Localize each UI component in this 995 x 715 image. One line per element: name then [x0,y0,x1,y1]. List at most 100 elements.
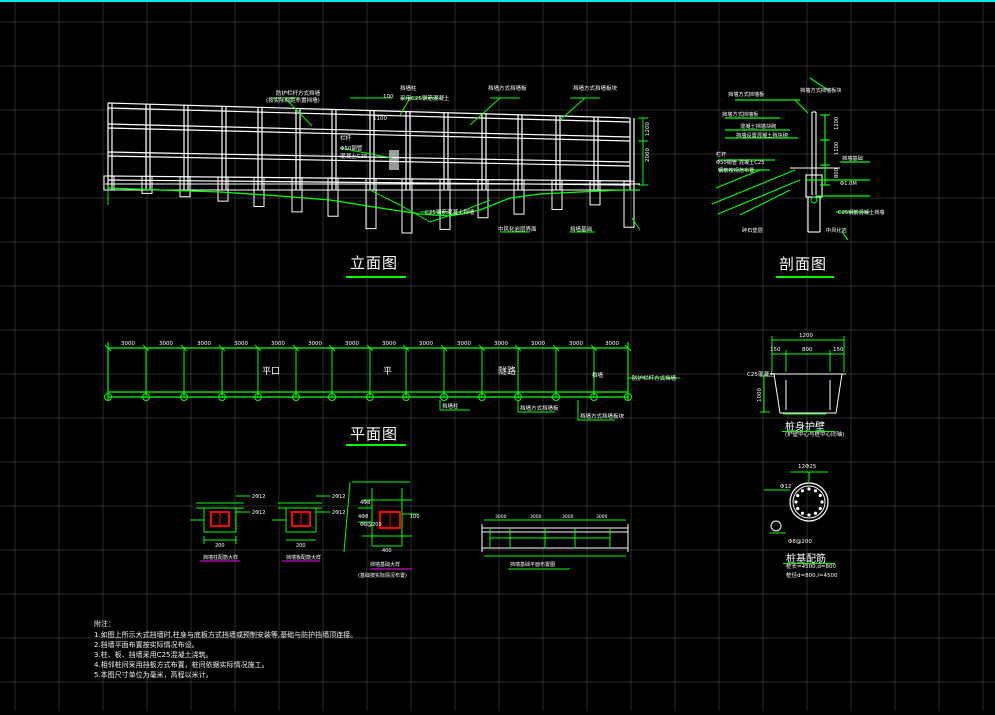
svg-text:1200: 1200 [834,117,840,130]
pile-wall-side-right: 150 [833,347,844,353]
title-pile-rebar: 桩基配筋 [786,554,826,565]
svg-text:混凝土挡墙块砌: 混凝土挡墙块砌 [740,122,776,130]
pile-wall-side-left: 150 [770,347,781,353]
detail-1: 2Φ12 2Φ12 200 挡墙柱配筋大样 [190,494,265,562]
svg-text:200: 200 [296,543,306,549]
svg-text:挡墙方式挡墙板块: 挡墙方式挡墙板块 [573,84,618,92]
rebar-dot [813,511,818,515]
section-view: 挡墙方式挡墙板 挡墙方式挡墙板块 挡墙方式挡墙板 混凝土挡墙块砌 挡墙设置混凝土… [711,77,885,241]
title-elevation: 立面图 [350,254,399,272]
plan-word-3: 隧路 [498,365,516,377]
rebar-dot [807,487,811,491]
plan-word-2: 平 [383,366,392,377]
plan-dim-label: 3000 [308,341,322,347]
svg-text:挡墙方式挡墙板: 挡墙方式挡墙板 [722,110,759,118]
svg-text:挡墙基础: 挡墙基础 [842,154,863,162]
svg-text:防护栏杆方式挡墙: 防护栏杆方式挡墙 [276,89,321,97]
svg-text:挡墙方式挡墙板: 挡墙方式挡墙板 [488,84,527,92]
elevation-view: 防护栏杆方式挡墙 (按实际间距布置挡墙) 挡墙柱 采用C25钢筋混凝土 挡墙方式… [103,84,651,234]
plan-dim-label: 3000 [419,341,433,347]
svg-text:1100: 1100 [373,116,387,122]
plan-dim-label: 3000 [345,341,359,347]
svg-text:4Φ8: 4Φ8 [360,500,370,506]
note-line-5: 5.本图尺寸单位为毫米，高程以米计。 [94,671,213,679]
plan-dim-label: 3000 [159,341,173,347]
rebar-dot [813,489,818,493]
plan-dim-label: 3000 [382,341,396,347]
detail-long-section: 3000 3000 3000 3000 挡墙基础平面布置图 [481,514,629,570]
rebar-dot [820,500,824,504]
svg-text:挡墙基础: 挡墙基础 [570,225,593,233]
svg-text:挡墙柱配筋大样: 挡墙柱配筋大样 [203,554,238,561]
pile-rebar-spec2: 桩径d=800,l=4500 [786,571,838,579]
svg-text:混凝土C25: 混凝土C25 [340,152,368,160]
plan-dim-label: 3000 [569,341,583,347]
svg-text:3000: 3000 [495,514,507,520]
svg-text:挡墙方式挡墙板块: 挡墙方式挡墙板块 [580,412,625,420]
pile-wall-inner: 800 [802,347,813,353]
note-line-1: 1.如图上所示大式挡墙时,柱身与底板方式挡墙或预制安装等,基础与防护挡墙顶连接。 [94,631,358,639]
svg-text:挡墙基础平面布置图: 挡墙基础平面布置图 [510,561,555,568]
rebar-dot [800,511,805,515]
svg-text:Φ50钢管 混凝土C25: Φ50钢管 混凝土C25 [716,158,765,166]
plan-dim-label: 3000 [197,341,211,347]
svg-text:200: 200 [215,543,225,549]
plan-dim-label: 3000 [234,341,248,347]
svg-text:3000: 3000 [596,514,608,520]
title-pile-rebar-underline [783,563,835,564]
svg-text:2Φ12: 2Φ12 [252,510,265,516]
rebar-dot [794,500,798,504]
svg-text:Φ1.0M: Φ1.0M [840,181,857,187]
title-pile-wall-underline [782,431,834,432]
svg-text:2000: 2000 [645,148,651,162]
pile-wall-height: 1000 [757,388,763,402]
svg-text:挡墙柱: 挡墙柱 [400,84,417,92]
note-line-3: 3.柱、板、挡墙采用C25混凝土浇筑。 [94,651,213,659]
svg-text:2Φ12: 2Φ12 [252,494,265,500]
svg-text:挡墙基础大样: 挡墙基础大样 [370,561,400,568]
svg-text:挡墙板配筋大样: 挡墙板配筋大样 [286,554,321,561]
plan-word-1: 平口 [262,366,280,377]
rebar-dot [818,493,822,498]
plan-dim-label: 3000 [121,341,135,347]
pile-wall-width: 1200 [799,333,813,339]
title-section: 剖面图 [779,255,828,273]
svg-text:(护壁中心与桩中心同轴): (护壁中心与桩中心同轴) [785,430,844,438]
note-line-2: 2.挡墙平面布置按实际情况布设。 [94,641,199,649]
plan-dim-label: 3000 [457,341,471,347]
svg-text:C25钢筋混凝土挡墙: C25钢筋混凝土挡墙 [425,208,475,216]
title-elevation-underline [346,276,406,278]
svg-text:采用C25钢筋混凝土: 采用C25钢筋混凝土 [400,94,450,102]
pile-rebar-detail: 12Φ25 Φ12 Φ8@200 桩长=4500,d=800 桩径d=800,l… [764,464,838,579]
svg-text:1200: 1200 [645,122,651,136]
svg-text:中风化岩: 中风化岩 [826,226,847,234]
svg-text:挡墙: 挡墙 [592,371,604,379]
svg-text:2Φ12: 2Φ12 [332,494,345,500]
svg-text:4Φ8: 4Φ8 [358,514,368,520]
pile-rebar-top: 12Φ25 [798,464,817,470]
svg-text:(基础按实际情况布置): (基础按实际情况布置) [358,572,407,579]
svg-text:100: 100 [383,94,394,100]
svg-text:800: 800 [834,168,840,178]
svg-text:Φ8@200: Φ8@200 [360,522,382,528]
pile-rebar-spec1: 桩长=4500,d=800 [786,562,836,570]
notes-heading: 附注： [94,620,115,628]
title-section-underline [776,276,834,278]
svg-text:挡墙柱: 挡墙柱 [442,402,459,410]
svg-text:2Φ12: 2Φ12 [332,510,345,516]
title-plan-underline [346,444,406,446]
svg-text:100: 100 [410,514,420,520]
svg-text:(按实际间距布置挡墙): (按实际间距布置挡墙) [266,96,320,104]
plan-dim-label: 3000 [494,341,508,347]
plan-dim-label: 3000 [531,341,545,347]
pile-rebar-bottom: Φ8@200 [788,539,812,545]
svg-text:C25钢筋混凝土挡墙: C25钢筋混凝土挡墙 [838,208,885,216]
svg-text:碎石垫层: 碎石垫层 [742,226,763,234]
rebar-dot [796,506,800,511]
svg-text:挡墙方式挡墙板块: 挡墙方式挡墙板块 [800,86,842,94]
rebar-dot [818,506,822,511]
svg-text:Φ12: Φ12 [780,484,791,490]
svg-text:Φ50钢管: Φ50钢管 [340,144,363,152]
